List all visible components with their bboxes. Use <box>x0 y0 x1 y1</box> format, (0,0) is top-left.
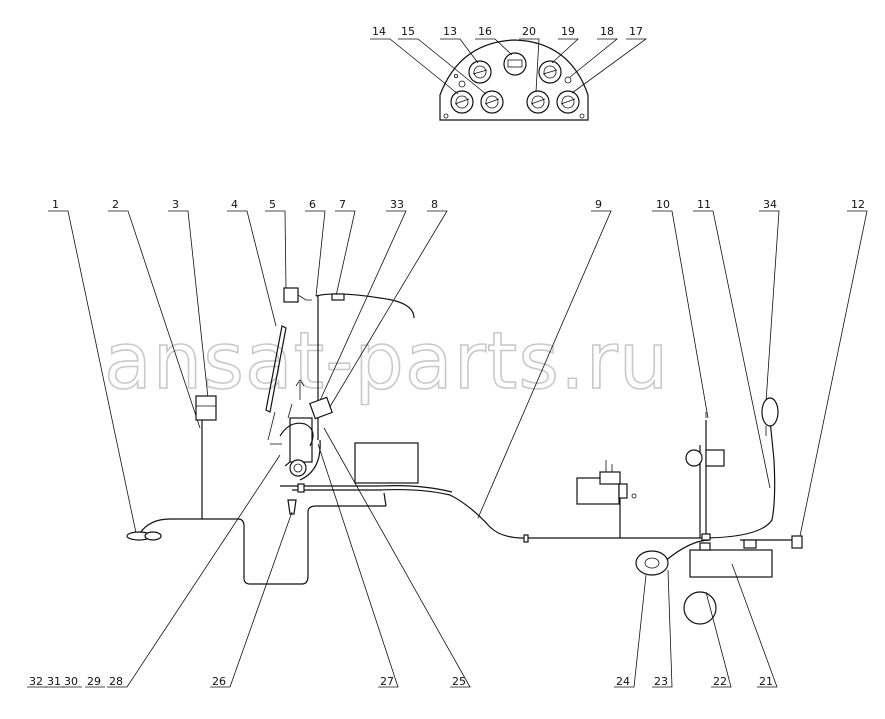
component-monitor <box>354 442 419 484</box>
callout-12: 12 <box>851 198 865 211</box>
callout-34: 34 <box>763 198 777 211</box>
component-27-steering-column <box>270 379 314 477</box>
gauge-14 <box>450 90 474 114</box>
callout-19: 19 <box>561 25 575 38</box>
component-22-indicator <box>683 591 717 625</box>
callout-5: 5 <box>269 198 276 211</box>
callout-4: 4 <box>231 198 238 211</box>
gauge-17 <box>556 90 580 114</box>
upper-callout-leaders <box>48 210 868 537</box>
top-callout-leaders <box>370 38 648 95</box>
callout-24: 24 <box>616 675 630 688</box>
callout-6: 6 <box>309 198 316 211</box>
callout-21: 21 <box>759 675 773 688</box>
bottom-callout-labels: 32 31 30 29 28 26 27 25 24 23 22 21 <box>29 675 773 688</box>
callout-14: 14 <box>372 25 386 38</box>
callout-27: 27 <box>380 675 394 688</box>
callout-26: 26 <box>212 675 226 688</box>
callout-9: 9 <box>595 198 602 211</box>
callout-1: 1 <box>52 198 59 211</box>
callout-11: 11 <box>697 198 711 211</box>
top-callout-labels: 14 15 13 16 20 19 18 17 <box>372 25 643 38</box>
callout-18: 18 <box>600 25 614 38</box>
component-5-connector <box>283 287 312 303</box>
component-starter-motor <box>576 460 637 505</box>
component-1-lamp <box>126 531 162 541</box>
callout-30: 30 <box>64 675 78 688</box>
component-3-relay-box <box>195 395 217 421</box>
indicator-lamp-left <box>458 80 466 88</box>
callout-15: 15 <box>401 25 415 38</box>
watermark-text: ansat-parts.ru <box>104 317 669 407</box>
callout-31: 31 <box>47 675 61 688</box>
callout-28: 28 <box>109 675 123 688</box>
gauge-20 <box>526 90 550 114</box>
callout-8: 8 <box>431 198 438 211</box>
callout-13: 13 <box>443 25 457 38</box>
component-33-switch-block <box>309 396 333 420</box>
callout-16: 16 <box>478 25 492 38</box>
callout-25: 25 <box>452 675 466 688</box>
callout-7: 7 <box>339 198 346 211</box>
component-10-beacon <box>685 412 725 467</box>
component-26-sensor <box>287 499 297 515</box>
callout-29: 29 <box>87 675 101 688</box>
connector-marks <box>297 483 711 543</box>
gauge-19 <box>538 60 562 84</box>
callout-22: 22 <box>713 675 727 688</box>
bottom-callout-leaders <box>27 427 778 688</box>
component-21-battery <box>689 539 773 578</box>
component-4-wiper-arm <box>265 325 287 441</box>
callout-20: 20 <box>522 25 536 38</box>
gauge-13 <box>468 60 492 84</box>
callout-2: 2 <box>112 198 119 211</box>
component-34-headlamp <box>761 397 779 436</box>
component-12-connector <box>791 535 803 549</box>
upper-callout-labels: 1 2 3 4 5 6 7 33 8 9 10 11 34 12 <box>52 198 865 211</box>
component-7-cab-lamp <box>331 293 345 301</box>
instrument-panel <box>439 39 589 121</box>
indicator-lamp-18 <box>564 76 572 84</box>
callout-3: 3 <box>172 198 179 211</box>
main-harness <box>139 293 792 585</box>
gauge-15 <box>480 90 504 114</box>
callout-32: 32 <box>29 675 43 688</box>
callout-17: 17 <box>629 25 643 38</box>
callout-23: 23 <box>654 675 668 688</box>
component-24-horn <box>635 550 669 576</box>
callout-10: 10 <box>656 198 670 211</box>
callout-33: 33 <box>390 198 404 211</box>
gauge-16 <box>503 52 527 76</box>
